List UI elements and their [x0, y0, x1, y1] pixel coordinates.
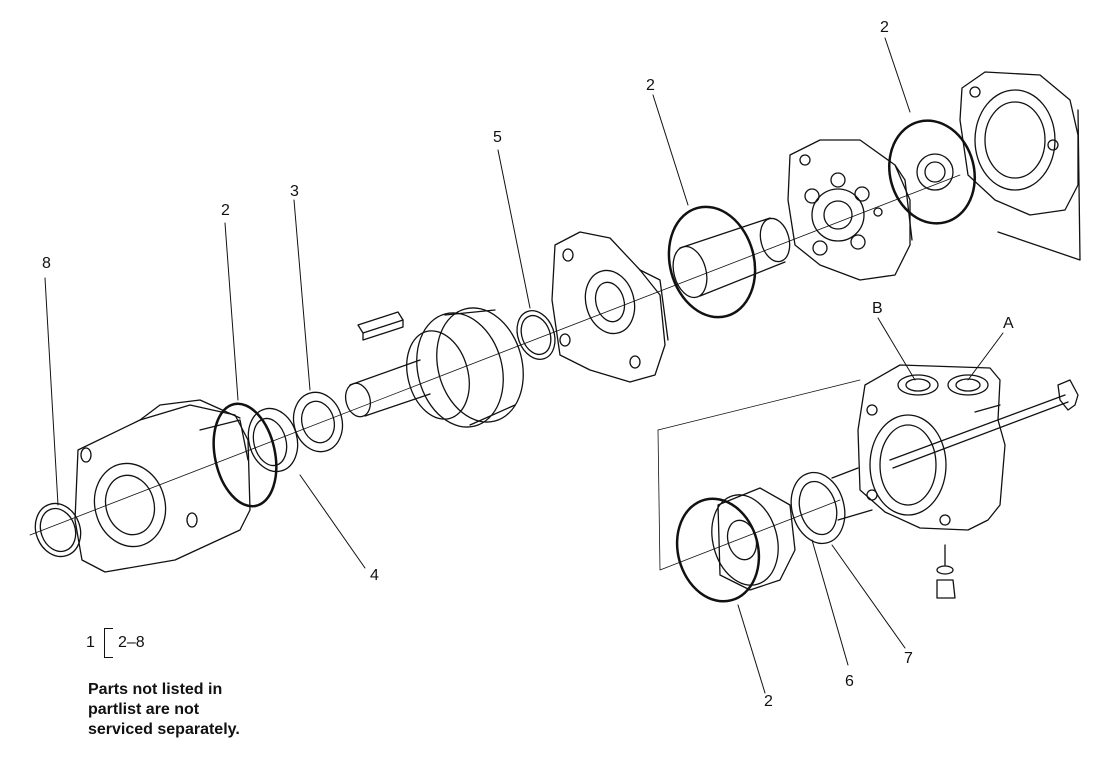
dowel-pins [831, 467, 873, 521]
axis-line [29, 174, 961, 536]
lower-plane-outline [657, 429, 841, 571]
callout-a: A [1003, 315, 1014, 332]
tie-bolt [889, 379, 1079, 469]
o-ring-2-left [212, 402, 278, 508]
gerotor-plate [787, 139, 913, 281]
callout-2-bottom: 2 [764, 693, 773, 710]
washer-3 [292, 391, 344, 453]
valve-housing [857, 364, 1006, 531]
callout-4: 4 [370, 567, 379, 584]
key [357, 311, 404, 341]
service-note-line-1: Parts not listed in [88, 681, 223, 698]
callout-b: B [872, 300, 883, 317]
end-cover [959, 71, 1081, 261]
service-note-line-3: serviced separately. [88, 721, 240, 738]
kit-range: 2–8 [118, 634, 145, 651]
callout-5: 5 [493, 129, 502, 146]
o-ring-5 [516, 310, 556, 360]
service-note: Parts not listed in partlist are not ser… [88, 680, 240, 740]
callout-8: 8 [42, 255, 51, 272]
callout-3: 3 [290, 183, 299, 200]
service-note-line-2: partlist are not [88, 701, 200, 718]
valve-plate [711, 487, 796, 591]
drive-shaft [672, 217, 791, 299]
front-housing [74, 399, 251, 573]
callout-2-left: 2 [221, 202, 230, 219]
seal-6-7 [790, 471, 846, 545]
star-gear [916, 153, 954, 191]
callout-2-top: 2 [880, 19, 889, 36]
callout-6: 6 [845, 673, 854, 690]
callout-2-mid: 2 [646, 77, 655, 94]
plug [936, 544, 956, 599]
callout-7: 7 [904, 650, 913, 667]
output-shaft [344, 307, 524, 428]
o-ring-2-mid [667, 205, 757, 319]
o-ring-2-top [888, 119, 976, 225]
lower-axis [657, 379, 861, 431]
kit-item-number: 1 [86, 634, 95, 651]
seal-ring-8 [34, 502, 82, 558]
leader-lines [44, 37, 1004, 694]
kit-bracket [104, 628, 113, 658]
bearing-housing [551, 231, 669, 383]
